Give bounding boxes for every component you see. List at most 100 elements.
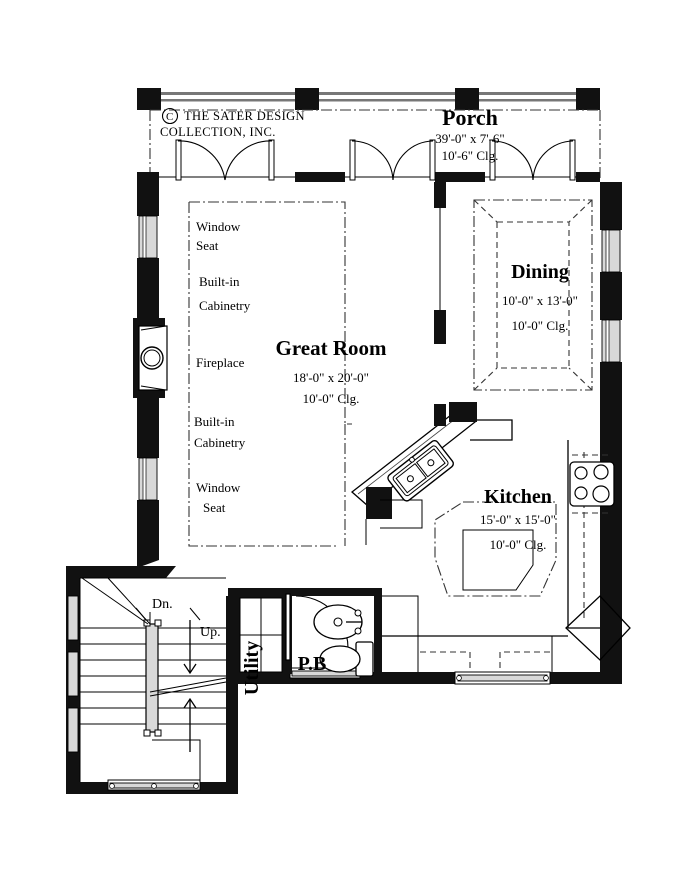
window-stair-bottom-jamb-l xyxy=(109,783,115,789)
counter-end-cap-upper xyxy=(449,402,477,422)
lav-drain xyxy=(333,617,343,627)
great-room-label: Great Room 18'-0" x 20'-0" 10'-0" Clg. xyxy=(276,336,388,406)
kitchen-sink xyxy=(387,440,454,502)
kitchen-counters xyxy=(350,402,631,672)
dining-tray-outer xyxy=(473,199,593,391)
sink-drain-left xyxy=(406,475,414,483)
counter-right-run xyxy=(567,440,600,629)
stair-direction-arrows xyxy=(183,620,197,752)
wall-left-seg-2 xyxy=(137,258,159,318)
porch-column-2 xyxy=(295,88,319,110)
utility-label: Utility xyxy=(241,641,263,695)
porch-ceiling-outline xyxy=(149,109,601,178)
wall-kitchen-stub xyxy=(434,404,446,426)
window-left-lower xyxy=(138,457,158,501)
wall-right-seg-3 xyxy=(600,362,622,682)
dining-tray-inner xyxy=(496,221,570,369)
dining-tray-ceiling xyxy=(473,199,593,391)
note-window-seat-top-line1: Window xyxy=(196,219,241,234)
kitchen-dimensions: 15'-0" x 15'-0" xyxy=(480,512,556,527)
pb-lavatory xyxy=(313,604,363,640)
window-right-lower xyxy=(601,319,621,363)
window-bottom-kitchen-jamb-right xyxy=(543,675,549,681)
pb-wall-top xyxy=(292,588,380,596)
newel-post-bl xyxy=(143,729,151,737)
dining-dimensions: 10'-0" x 13'-0" xyxy=(502,293,578,308)
utility-name: Utility xyxy=(241,641,263,695)
porch-column-1 xyxy=(137,88,161,110)
door-panel-3a xyxy=(489,139,496,181)
corner-cabinet-diagonal xyxy=(565,595,631,661)
lav-handle-right xyxy=(354,627,362,635)
sink-faucet xyxy=(409,456,415,463)
dining-name: Dining xyxy=(511,261,569,283)
wall-top-seg-d xyxy=(576,172,600,182)
stair-labels: Dn. Up. xyxy=(152,597,221,640)
window-stair-3 xyxy=(67,707,79,753)
window-left-upper xyxy=(138,215,158,259)
pb-wall-right xyxy=(374,588,382,676)
burner-front-left xyxy=(574,486,588,500)
wall-dining-divider-top xyxy=(434,182,446,208)
stair-up-label: Up. xyxy=(200,625,221,640)
porch-name: Porch xyxy=(442,105,498,130)
porch-ceiling: 10'-6" Clg. xyxy=(442,148,499,163)
wall-left-seg-1 xyxy=(137,182,159,216)
kitchen-ceiling: 10'-0" Clg. xyxy=(490,537,547,552)
burner-rear-left xyxy=(574,466,588,480)
porch-dimensions: 39'-0" x 7'-6" xyxy=(435,131,504,146)
wall-left-angled-corner xyxy=(137,542,159,568)
great-room-dimensions: 18'-0" x 20'-0" xyxy=(293,370,369,385)
wall-dining-divider-mid xyxy=(434,310,446,344)
newel-post-tr xyxy=(154,619,162,627)
wall-right-seg-2 xyxy=(600,272,622,320)
wall-left-seg-4 xyxy=(137,500,159,542)
dining-label: Dining 10'-0" x 13'-0" 10'-0" Clg. xyxy=(502,261,578,333)
counter-end-cap-lower xyxy=(366,487,392,519)
wall-stair-top xyxy=(66,566,166,578)
great-room-name: Great Room xyxy=(276,336,388,360)
copyright-line-2: COLLECTION, INC. xyxy=(160,125,276,139)
porch-label: Porch 39'-0" x 7'-6" 10'-6" Clg. xyxy=(435,105,504,163)
kitchen-name: Kitchen xyxy=(484,486,552,508)
window-right-upper-mullion xyxy=(605,229,610,273)
note-window-seat-bottom-line1: Window xyxy=(196,480,241,495)
staircase xyxy=(79,577,227,782)
kitchen-label: Kitchen 15'-0" x 15'-0" 10'-0" Clg. xyxy=(480,486,556,552)
wall-top-seg-a xyxy=(137,172,159,182)
porch-rail-lower xyxy=(140,99,600,102)
burner-rear-right xyxy=(593,464,609,480)
window-stair-1 xyxy=(67,595,79,641)
window-stair-bottom-jamb-m xyxy=(151,783,157,789)
burner-front-right xyxy=(592,485,610,503)
window-right-upper xyxy=(601,229,621,273)
window-stair-2 xyxy=(67,651,79,697)
window-left-lower-mullion xyxy=(142,457,147,501)
copyright-circle-icon xyxy=(161,107,179,125)
utility-wall-top xyxy=(228,588,292,598)
porch-structure xyxy=(137,88,600,110)
door-panel-1b xyxy=(268,139,275,181)
window-bottom-kitchen-glass xyxy=(457,674,548,682)
wall-left-seg-3 xyxy=(137,398,159,458)
copyright-symbol: C xyxy=(166,111,173,123)
porch-column-4 xyxy=(576,88,600,110)
wall-top-seg-c xyxy=(435,172,485,182)
note-window-seat-top-line2: Seat xyxy=(196,238,219,253)
utility-door-panel xyxy=(285,593,291,661)
great-room-ceiling-outline xyxy=(188,201,352,547)
window-stair-bottom-jamb-r xyxy=(193,783,199,789)
lav-handle-left xyxy=(354,609,362,617)
door-panel-3b xyxy=(569,139,576,181)
kitchen-ceiling-outer xyxy=(434,501,557,597)
window-right-lower-mullion xyxy=(605,319,610,363)
kitchen-ceiling-outline xyxy=(434,501,557,597)
kitchen-ceiling-inner xyxy=(462,529,534,591)
fireplace-assembly xyxy=(133,318,168,398)
note-builtin-top-line1: Built-in xyxy=(199,274,240,289)
door-panel-1a xyxy=(175,139,182,181)
fireplace-hearth-inner xyxy=(143,349,161,367)
